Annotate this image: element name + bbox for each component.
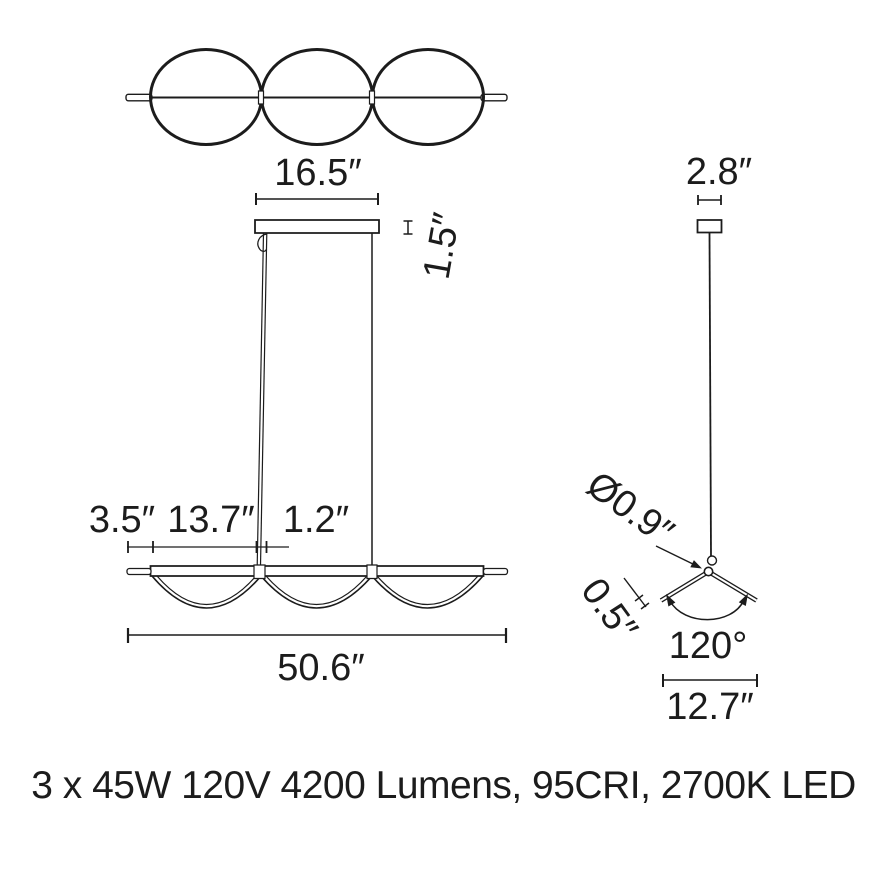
side-hook-loop <box>708 556 717 565</box>
dim-label-suspension-span: 13.7″ <box>167 499 255 541</box>
front-cable-left-a <box>257 233 263 566</box>
leader-blade-thickness <box>624 578 649 609</box>
top-rod-left-end <box>126 94 152 101</box>
leader-stem-diameter <box>656 546 702 569</box>
front-bar <box>151 566 484 576</box>
top-view <box>126 50 507 145</box>
dim-line-offsets <box>127 541 289 553</box>
dim-label-canopy-width: 16.5″ <box>274 152 362 194</box>
dim-label-overall-depth: 12.7″ <box>666 686 754 728</box>
dim-marker-canopy-height <box>404 221 413 234</box>
dim-line-overall-width <box>128 628 506 643</box>
dim-label-side-canopy: 2.8″ <box>685 151 753 193</box>
dim-line-canopy-width <box>256 193 378 205</box>
top-joint-1 <box>259 91 264 104</box>
front-bar-left-rod <box>127 569 151 575</box>
side-stem <box>710 233 712 557</box>
dim-label-blade-angle: 120° <box>668 625 748 667</box>
front-bar-right-rod <box>484 569 508 575</box>
top-rod-right-end <box>481 94 507 101</box>
front-cable-left-b <box>261 233 267 566</box>
front-joint-1 <box>254 565 265 579</box>
dim-label-overall-width: 50.6″ <box>277 647 365 689</box>
dim-label-left-offset: 3.5″ <box>88 499 156 541</box>
dim-line-side-canopy <box>698 195 721 205</box>
side-pivot <box>704 567 712 575</box>
front-canopy <box>255 220 379 233</box>
dim-label-cable-inset: 1.2″ <box>282 499 350 541</box>
front-cable-hook <box>258 234 267 251</box>
side-view <box>624 195 757 687</box>
front-view <box>127 193 508 643</box>
side-canopy <box>698 220 722 233</box>
front-joint-2 <box>367 565 377 579</box>
angle-arc-120 <box>666 593 748 620</box>
top-joint-2 <box>370 91 375 104</box>
dim-line-overall-depth <box>663 674 757 687</box>
front-shades <box>152 576 483 608</box>
spec-caption: 3 x 45W 120V 4200 Lumens, 95CRI, 2700K L… <box>31 764 856 807</box>
side-blades <box>661 574 757 601</box>
